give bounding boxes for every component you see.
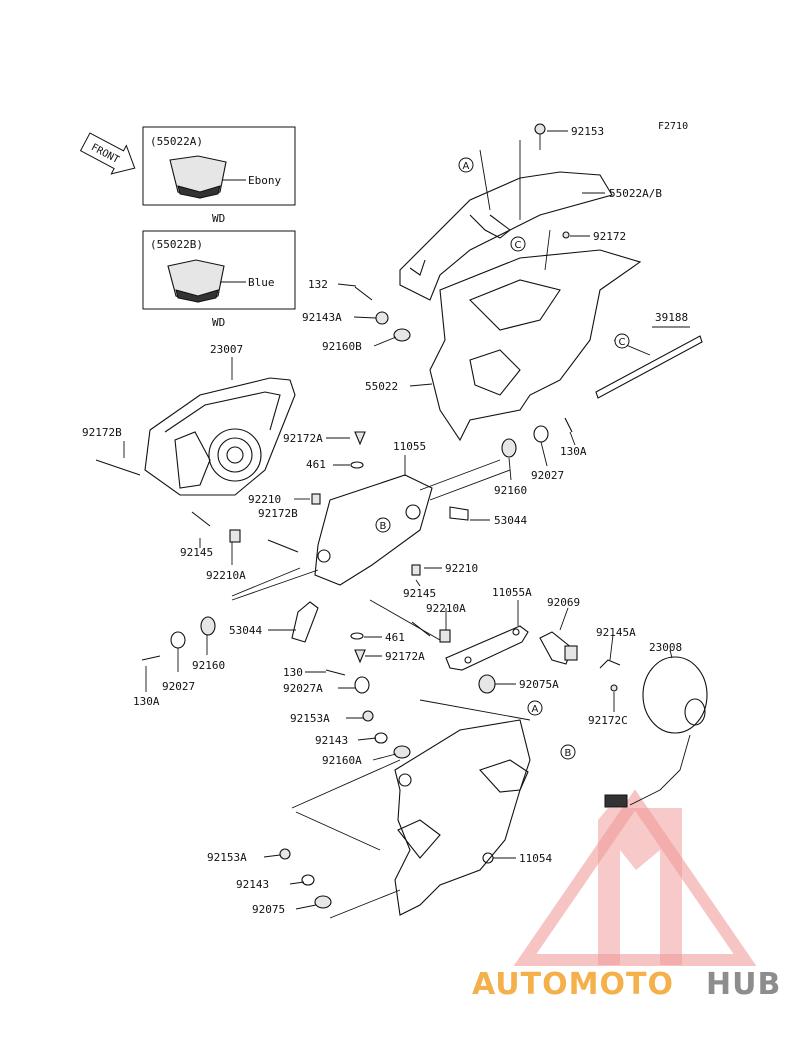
trim-strip <box>595 335 703 399</box>
part-label: 92210A <box>206 569 246 582</box>
inset-variant-2: WD <box>212 316 225 329</box>
watermark-logo <box>513 789 757 966</box>
position-lamp <box>604 656 708 808</box>
cowl-stay <box>394 719 531 916</box>
part-label: 92172C <box>588 714 628 727</box>
part-label: 132 <box>308 278 328 291</box>
part-label: 130A <box>133 695 160 708</box>
part-label: 92145 <box>180 546 213 559</box>
headlight-bracket <box>314 474 433 586</box>
svg-text:A: A <box>463 161 470 172</box>
inset-55022b: (55022B) Blue <box>142 230 296 310</box>
part-label: 92145 <box>403 587 436 600</box>
inset-code-1: (55022A) <box>150 135 203 148</box>
front-arrow-icon: FRONT <box>79 132 136 175</box>
part-label: 92143A <box>302 311 342 324</box>
part-label: 92075A <box>519 678 559 691</box>
part-label: 92210 <box>445 562 478 575</box>
svg-text:A: A <box>532 704 539 715</box>
part-label: 92160 <box>494 484 527 497</box>
part-label: 23007 <box>210 343 243 356</box>
inset-code-2: (55022B) <box>150 238 203 251</box>
leader-lines <box>123 130 690 919</box>
upper-cowl <box>399 171 613 301</box>
part-label: 92160 <box>192 659 225 672</box>
watermark-hub: HUB <box>706 967 781 1002</box>
part-label: 92143 <box>315 734 348 747</box>
vent-hose <box>291 601 319 643</box>
part-label: 92172B <box>82 426 122 439</box>
part-label: 461 <box>385 631 405 644</box>
part-label: 92160B <box>322 340 362 353</box>
part-label: 461 <box>306 458 326 471</box>
part-label: 92160A <box>322 754 362 767</box>
part-label: 11055A <box>492 586 532 599</box>
svg-text:C: C <box>619 337 626 348</box>
svg-text:B: B <box>565 748 572 759</box>
callout-a-top: A <box>458 157 474 173</box>
part-label: 92075 <box>252 903 285 916</box>
part-label: 92172A <box>283 432 323 445</box>
part-label: 92153A <box>207 851 247 864</box>
part-label: 92153A <box>290 712 330 725</box>
part-label: 92143 <box>236 878 269 891</box>
part-label: 53044 <box>229 624 262 637</box>
callout-c-strip: C <box>614 333 630 349</box>
bulb <box>539 631 578 665</box>
part-label: 92172B <box>258 507 298 520</box>
part-label: 55022 <box>365 380 398 393</box>
callout-b-stay: B <box>560 744 576 760</box>
vent-hose <box>449 506 469 521</box>
part-label: 130 <box>283 666 303 679</box>
part-label: 92153 <box>571 125 604 138</box>
svg-text:B: B <box>380 521 387 532</box>
watermark-auto: AUTOMOTO <box>472 967 674 1002</box>
part-label: 130A <box>560 445 587 458</box>
figure-code: F2710 <box>658 121 688 132</box>
part-label: 92027 <box>162 680 195 693</box>
part-label: 92069 <box>547 596 580 609</box>
callout-b-bracket: B <box>375 517 391 533</box>
fasteners <box>95 123 621 909</box>
inset-variant-1: WD <box>212 212 225 225</box>
part-label: 92210A <box>426 602 466 615</box>
inset-color-2: Blue <box>248 276 275 289</box>
part-label: 92145A <box>596 626 636 639</box>
part-label: 11055 <box>393 440 426 453</box>
part-label: 39188 <box>655 311 688 324</box>
part-label: 92172 <box>593 230 626 243</box>
callout-a-stay: A <box>527 700 543 716</box>
part-label: 92027 <box>531 469 564 482</box>
svg-text:C: C <box>515 240 522 251</box>
inset-color-1: Ebony <box>248 174 281 187</box>
part-label: 23008 <box>649 641 682 654</box>
inset-55022a: (55022A) Ebony <box>142 126 296 206</box>
part-label: 92027A <box>283 682 323 695</box>
part-labels: 92153 55022A/B 92172 132 92143A 92160B 3… <box>82 125 688 916</box>
inner-cowl <box>429 249 642 442</box>
part-label: 11054 <box>519 852 552 865</box>
part-label: 55022A/B <box>609 187 662 200</box>
part-label: 92172A <box>385 650 425 663</box>
adjuster-plate <box>445 625 529 671</box>
part-label: 53044 <box>494 514 527 527</box>
watermark-text: AUTOMOTO HUB <box>472 967 781 1002</box>
callout-c-top: C <box>510 236 526 252</box>
headlight-assembly <box>144 377 296 496</box>
part-label: 92210 <box>248 493 281 506</box>
